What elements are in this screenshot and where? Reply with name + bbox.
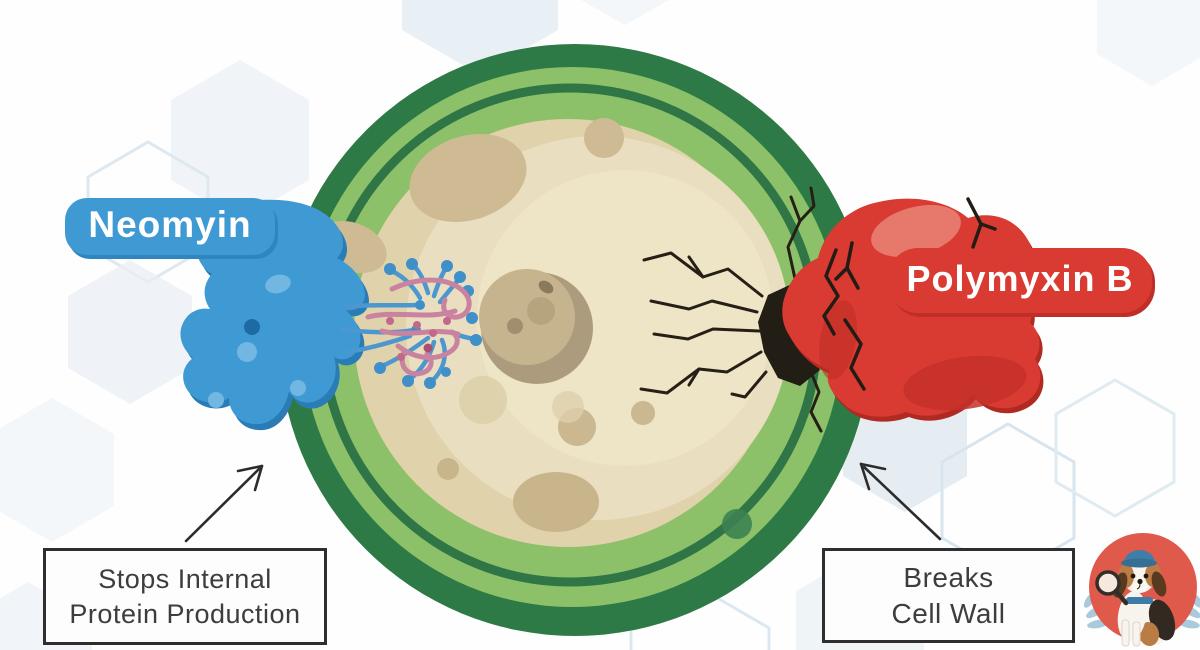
callout-left-line2: Protein Production [69,598,301,629]
nucleoid [479,269,593,384]
callout-breaks-cell-wall: Breaks Cell Wall [822,548,1075,643]
callout-right-line2: Cell Wall [891,597,1006,629]
cell-wall-crack-lines [639,186,823,433]
dog-collar [1126,597,1153,604]
neomycin-label: Neomyin [88,204,252,245]
arrow-right [859,462,942,541]
polymyxin-pill [888,248,1152,313]
protein-synthesis-threads [339,258,482,389]
beagle-detective-logo [1083,533,1200,647]
neomycin-pill [65,198,275,255]
neomycin-blob [65,198,369,431]
callout-stops-internal-protein-production: Stops Internal Protein Production [43,548,327,645]
polymyxin-blob [782,197,1155,422]
polymyxin-label: Polymyxin B [906,258,1134,299]
cracks-on-polymyxin [822,197,997,391]
callout-left-line1: Stops Internal [98,563,272,594]
callout-right-line1: Breaks [903,561,994,593]
magnifying-glass-icon [1095,570,1121,596]
arrow-left [184,464,264,543]
annotation-arrows [184,462,942,543]
